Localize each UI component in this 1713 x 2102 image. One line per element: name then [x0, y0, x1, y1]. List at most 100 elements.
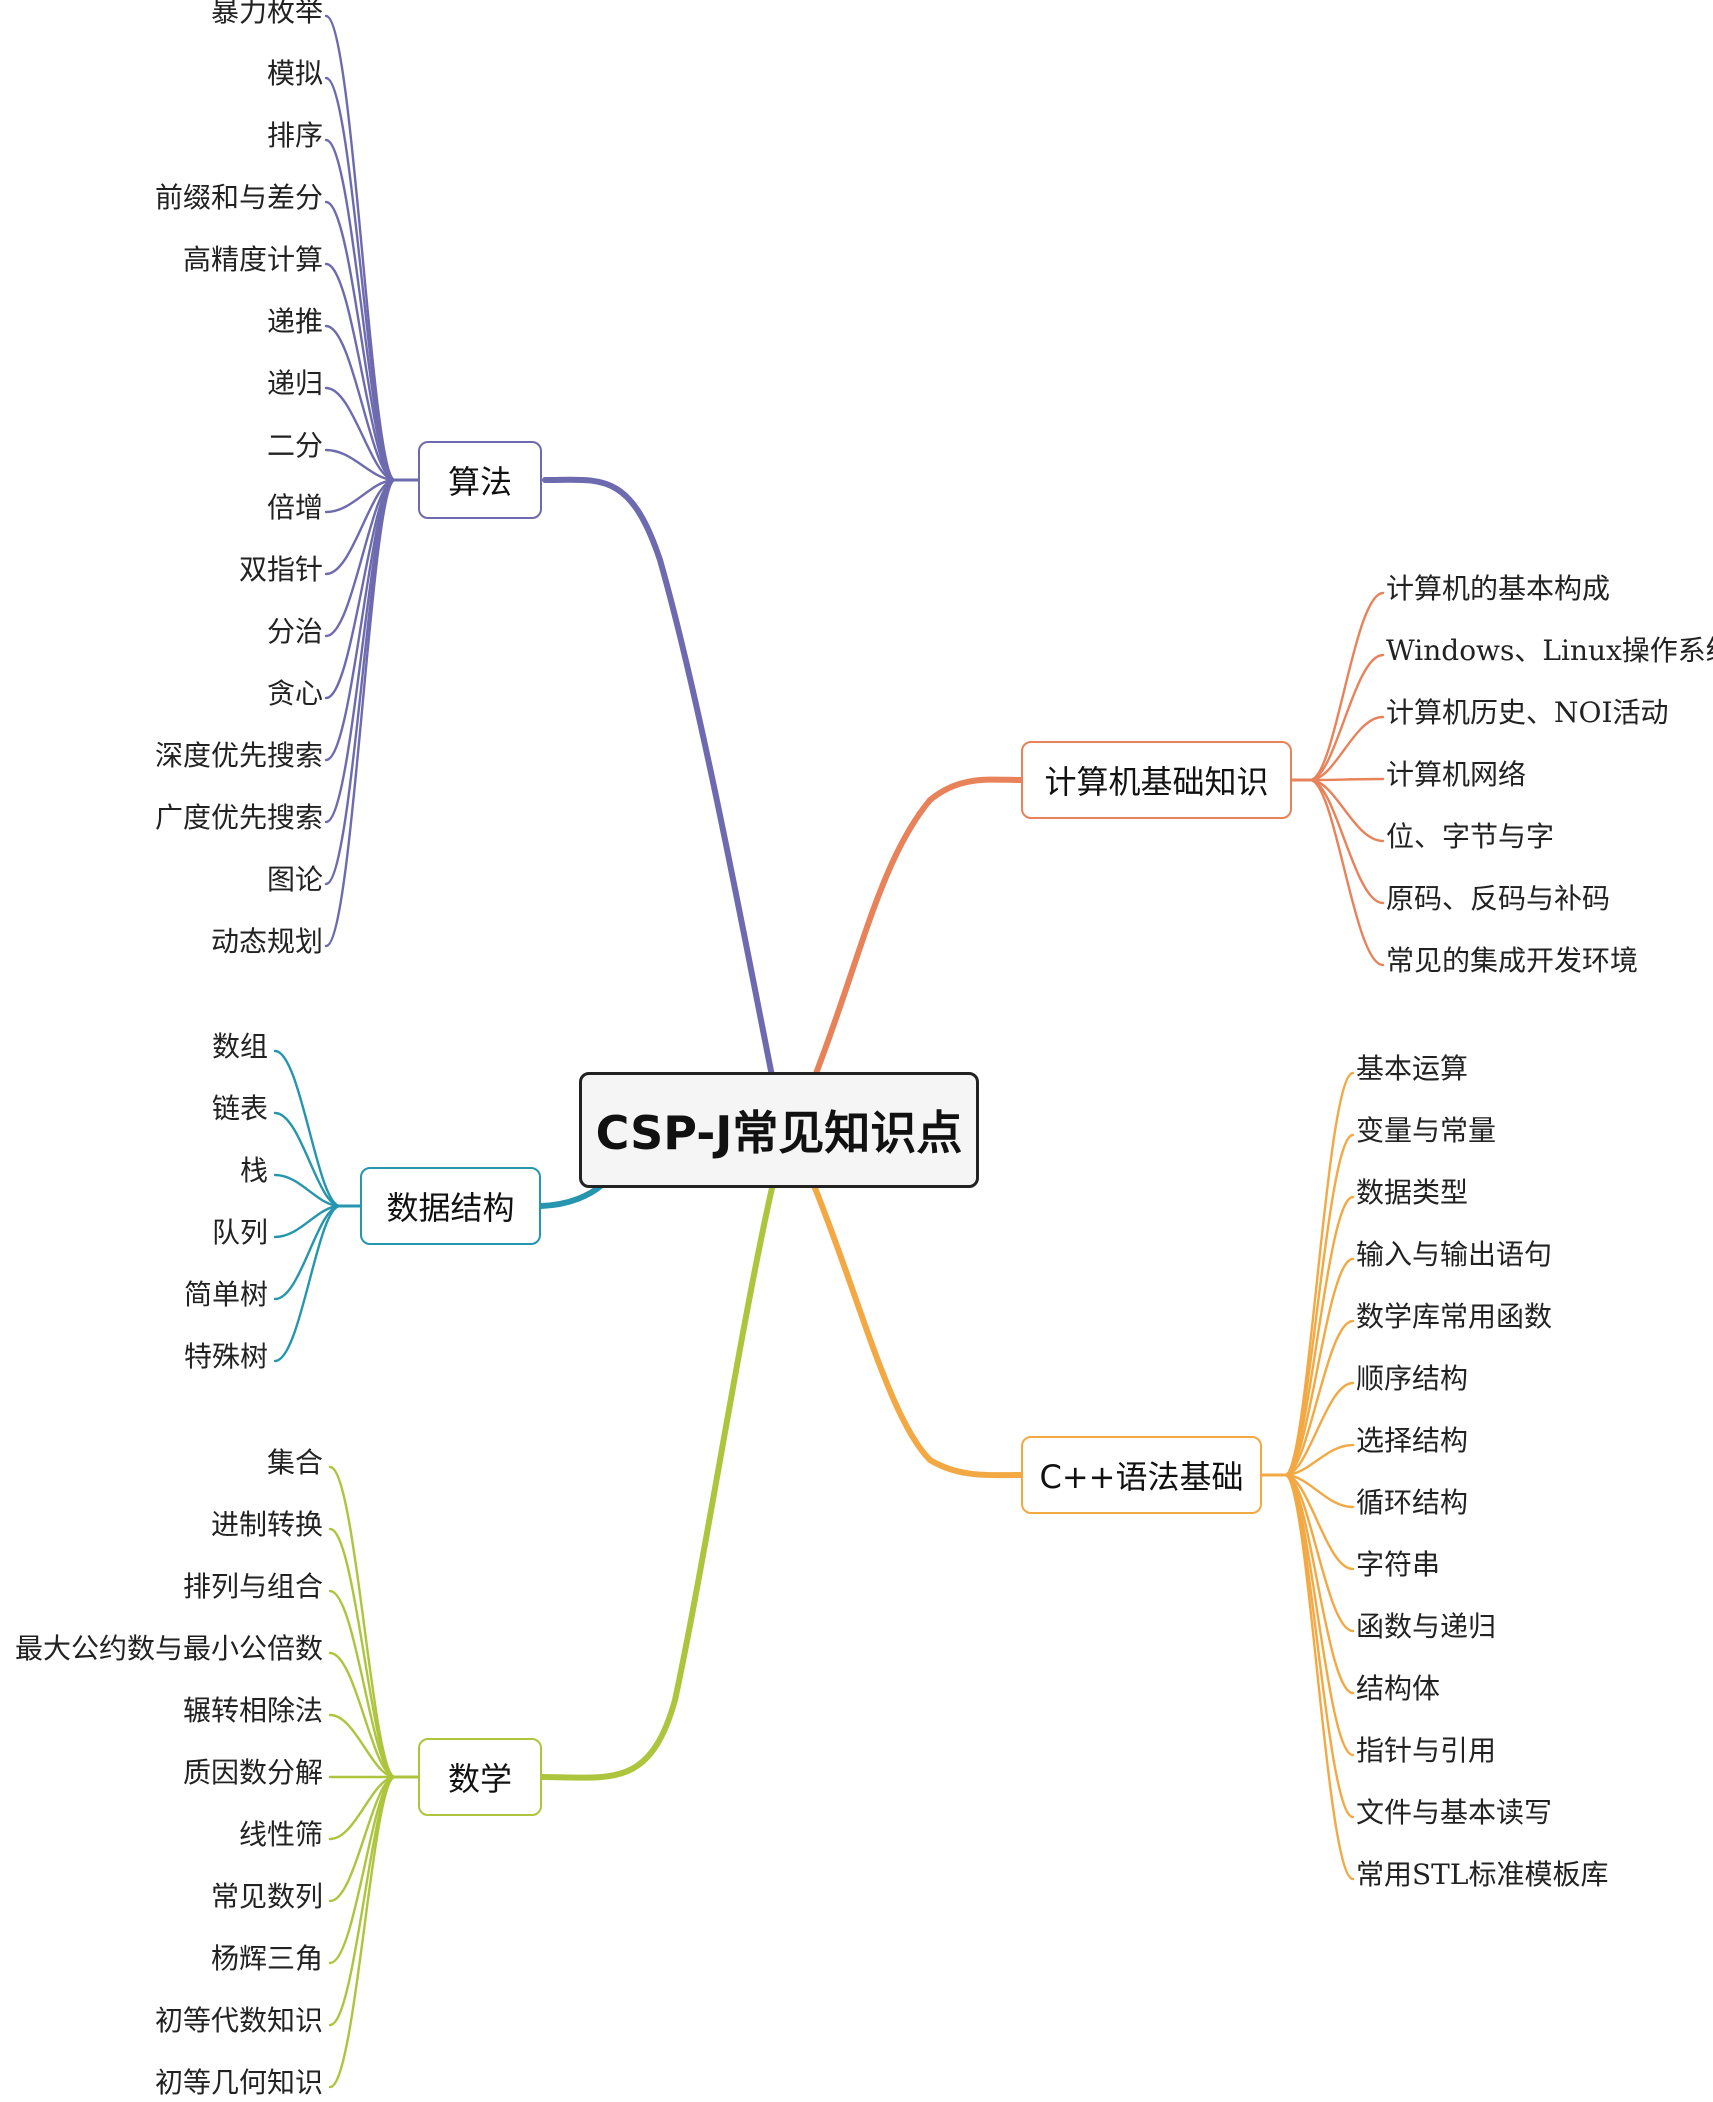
cpp-leaf-link — [1283, 1319, 1355, 1477]
math-leaf[interactable]: 线性筛 — [238, 1818, 323, 1851]
algo-leaf[interactable]: 图论 — [266, 863, 323, 896]
algo-leaf[interactable]: 双指针 — [238, 553, 323, 586]
math-leaf-link — [328, 1775, 397, 1841]
branch-computer-basics-label: 计算机基础知识 — [1044, 763, 1269, 801]
math-leaf[interactable]: 初等代数知识 — [154, 2004, 323, 2037]
algo-leaf[interactable]: 模拟 — [266, 57, 323, 90]
cpp-leaf-link — [1283, 1257, 1355, 1477]
basics-leaf[interactable]: 计算机网络 — [1386, 758, 1527, 791]
math-leaf[interactable]: 排列与组合 — [182, 1570, 323, 1603]
basics-leaf-link — [1308, 778, 1385, 843]
algo-leaf-link — [324, 478, 397, 886]
trunk-algorithms — [542, 476, 775, 1079]
cpp-leaf[interactable]: 函数与递归 — [1356, 1610, 1497, 1643]
ds-leaf[interactable]: 特殊树 — [183, 1340, 268, 1373]
algo-leaf[interactable]: 二分 — [266, 429, 323, 462]
trunk-computer-basics — [812, 776, 1024, 1079]
cpp-leaf[interactable]: 结构体 — [1356, 1672, 1441, 1705]
ds-leaf[interactable]: 链表 — [211, 1092, 268, 1125]
basics-leaf[interactable]: 计算机历史、NOI活动 — [1386, 696, 1669, 729]
ds-leaf-link — [273, 1173, 342, 1208]
ds-leaf[interactable]: 栈 — [239, 1154, 268, 1187]
basics-leaf[interactable]: 计算机的基本构成 — [1386, 572, 1611, 605]
algo-leaf[interactable]: 前缀和与差分 — [154, 181, 323, 214]
algo-leaf[interactable]: 暴力枚举 — [210, 0, 323, 28]
cpp-leaf[interactable]: 基本运算 — [1356, 1052, 1469, 1085]
math-leaf-link — [328, 1527, 397, 1779]
cpp-leaf[interactable]: 数学库常用函数 — [1356, 1300, 1553, 1333]
algo-leaf[interactable]: 递推 — [266, 305, 323, 338]
algo-leaf[interactable]: 广度优先搜索 — [154, 801, 323, 834]
algo-leaf[interactable]: 排序 — [266, 119, 323, 152]
cpp-leaf-link — [1283, 1473, 1355, 1509]
math-leaf[interactable]: 杨辉三角 — [210, 1942, 323, 1975]
branch-algorithms[interactable]: 算法 — [418, 441, 542, 519]
algo-leaf-link — [324, 324, 397, 482]
cpp-leaf[interactable]: 选择结构 — [1356, 1424, 1469, 1457]
algo-leaf[interactable]: 深度优先搜索 — [154, 739, 323, 772]
math-leaf-link — [328, 1651, 397, 1779]
cpp-leaf[interactable]: 常用STL标准模板库 — [1356, 1858, 1609, 1891]
math-leaf[interactable]: 初等几何知识 — [154, 2066, 323, 2099]
cpp-leaf-link — [1283, 1473, 1355, 1881]
cpp-leaf[interactable]: 顺序结构 — [1356, 1362, 1469, 1395]
basics-leaf-link — [1308, 777, 1385, 782]
algo-leaf[interactable]: 高精度计算 — [182, 243, 323, 276]
algo-leaf-link — [324, 14, 397, 482]
algo-leaf-link — [324, 386, 397, 482]
branch-data-structures[interactable]: 数据结构 — [360, 1167, 541, 1245]
math-leaf-link — [328, 1589, 397, 1779]
branch-cpp-syntax[interactable]: C++语法基础 — [1021, 1436, 1262, 1514]
trunk-cpp-syntax — [812, 1185, 1024, 1479]
math-leaf[interactable]: 辗转相除法 — [182, 1694, 323, 1727]
trunk-math — [539, 1185, 775, 1781]
algo-leaf[interactable]: 递归 — [266, 367, 323, 400]
basics-leaf-link — [1308, 653, 1385, 782]
algo-leaf[interactable]: 倍增 — [266, 491, 323, 524]
cpp-leaf-link — [1283, 1473, 1355, 1757]
cpp-leaf[interactable]: 变量与常量 — [1356, 1114, 1497, 1147]
ds-leaf[interactable]: 简单树 — [183, 1278, 268, 1311]
branch-algorithms-label: 算法 — [447, 463, 512, 501]
math-leaf[interactable]: 常见数列 — [210, 1880, 323, 1913]
basics-leaf[interactable]: 常见的集成开发环境 — [1386, 944, 1639, 977]
algo-leaf-link — [324, 200, 397, 482]
cpp-leaf-link — [1283, 1071, 1355, 1477]
ds-leaf[interactable]: 数组 — [211, 1030, 268, 1063]
basics-leaf[interactable]: 位、字节与字 — [1386, 820, 1555, 853]
cpp-leaf[interactable]: 指针与引用 — [1356, 1734, 1497, 1767]
branch-math[interactable]: 数学 — [418, 1738, 542, 1816]
math-leaf-link — [328, 1775, 397, 2089]
ds-leaf-link — [273, 1204, 342, 1239]
basics-leaf-link — [1308, 778, 1385, 905]
cpp-leaf-link — [1283, 1473, 1355, 1571]
algo-leaf-link — [324, 478, 397, 948]
algo-leaf[interactable]: 动态规划 — [210, 925, 323, 958]
algo-leaf-link — [324, 448, 397, 482]
algo-leaf[interactable]: 贪心 — [266, 677, 323, 710]
cpp-leaf[interactable]: 数据类型 — [1356, 1176, 1469, 1209]
basics-leaf[interactable]: Windows、Linux操作系统 — [1386, 634, 1713, 667]
root-node[interactable]: CSP-J常见知识点 — [579, 1072, 979, 1188]
cpp-leaf[interactable]: 字符串 — [1356, 1548, 1441, 1581]
cpp-leaf[interactable]: 循环结构 — [1356, 1486, 1469, 1519]
branch-computer-basics[interactable]: 计算机基础知识 — [1021, 741, 1292, 819]
ds-leaf[interactable]: 队列 — [211, 1216, 268, 1249]
math-leaf[interactable]: 集合 — [266, 1446, 323, 1479]
trunk-data-structures — [538, 1182, 605, 1209]
math-leaf[interactable]: 进制转换 — [210, 1508, 323, 1541]
cpp-leaf[interactable]: 文件与基本读写 — [1356, 1796, 1553, 1829]
basics-leaf-link — [1308, 591, 1385, 782]
math-leaf[interactable]: 最大公约数与最小公倍数 — [14, 1632, 323, 1665]
ds-leaf-link — [273, 1111, 342, 1208]
algo-leaf[interactable]: 分治 — [266, 615, 323, 648]
math-leaf[interactable]: 质因数分解 — [182, 1756, 323, 1789]
basics-leaf[interactable]: 原码、反码与补码 — [1386, 882, 1611, 915]
cpp-leaf[interactable]: 输入与输出语句 — [1356, 1238, 1553, 1271]
basics-leaf-link — [1308, 778, 1385, 967]
cpp-leaf-link — [1283, 1443, 1355, 1477]
branch-cpp-syntax-label: C++语法基础 — [1039, 1458, 1244, 1496]
ds-leaf-link — [273, 1049, 342, 1208]
branch-data-structures-label: 数据结构 — [386, 1189, 515, 1227]
algo-leaf-link — [324, 478, 397, 514]
